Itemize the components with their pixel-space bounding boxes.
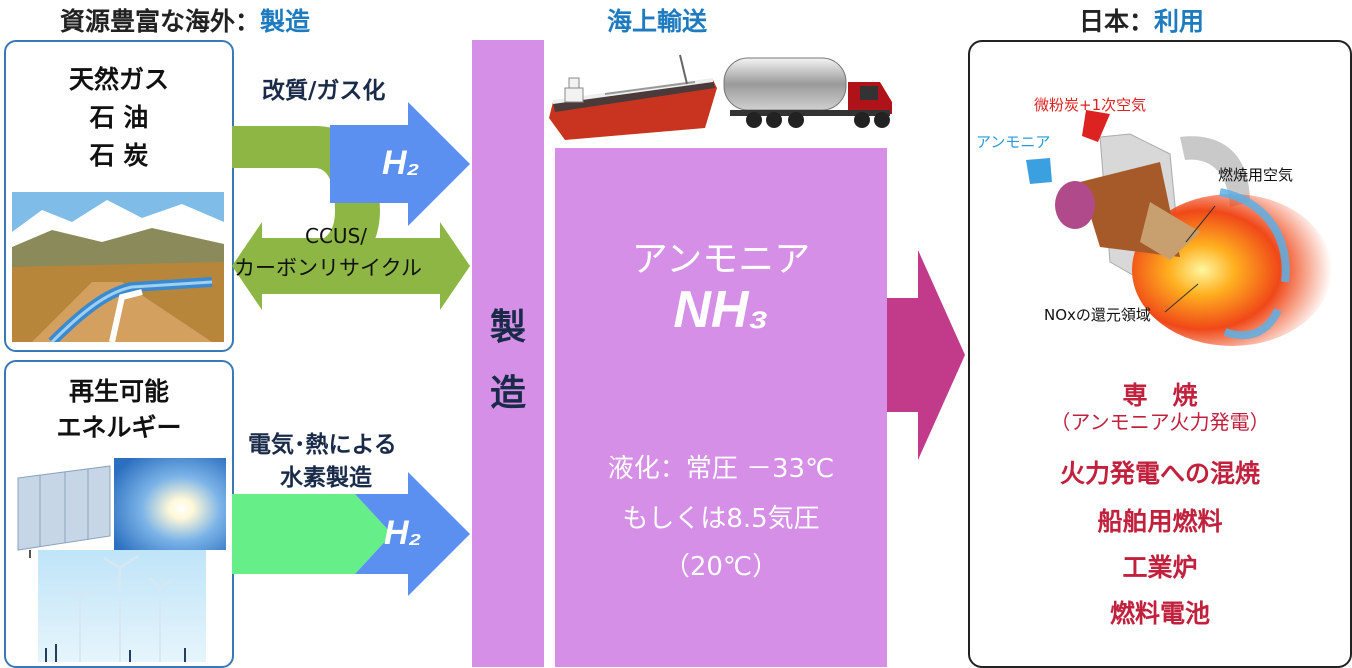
liquefaction-3: （20℃）: [663, 552, 779, 582]
fossil-oil: 石 油: [89, 103, 149, 132]
manufacturing-bar: 製 造: [472, 40, 544, 667]
japan-header: 日本：利用: [1079, 2, 1204, 38]
coal-air-label: 微粉炭+1次空気: [1034, 96, 1147, 114]
overseas-header: 資源豊富な海外：製造: [60, 2, 310, 38]
burner-illustration: [1026, 110, 1332, 346]
liquefaction-1: 液化：常圧 －33℃: [607, 454, 835, 484]
coal-air-arrow-icon: [1082, 110, 1110, 142]
renewable-illustration: [17, 458, 226, 662]
use-ship-fuel: 船舶用燃料: [1097, 507, 1223, 536]
pipeline-illustration: [12, 192, 224, 342]
use-dedicated-sub: （アンモニア火力発電）: [1050, 410, 1270, 434]
japan-use-box: 微粉炭+1次空気 アンモニア 燃焼用空気 NOxの還元領域 専 焼 （アンモニア…: [968, 40, 1352, 668]
liquefaction-2: もしくは8.5気圧: [622, 504, 820, 534]
ammonia-inlet-arrow-icon: [1026, 158, 1052, 184]
tanker-ship-icon: [549, 54, 717, 140]
renewable-arrow: [232, 494, 392, 574]
overseas-header-suffix: 製造: [260, 7, 311, 36]
shipping-header: 海上輸送: [607, 7, 708, 36]
combustion-air-label: 燃焼用空気: [1218, 166, 1294, 184]
japan-header-suffix: 利用: [1154, 7, 1205, 36]
sun-icon: [114, 458, 226, 550]
overseas-header-prefix: 資源豊富な海外：: [60, 7, 261, 36]
ammonia-inlet-label: アンモニア: [976, 133, 1051, 151]
japan-header-prefix: 日本：: [1079, 7, 1155, 36]
ammonia-panel: アンモニア NH₃ 液化：常圧 －33℃ もしくは8.5気圧 （20℃）: [555, 148, 887, 667]
electric-label-1: 電気･熱による: [248, 432, 397, 458]
solar-panel-icon: [17, 465, 111, 558]
use-dedicated: 専 焼: [1122, 381, 1198, 410]
ammonia-name: アンモニア: [631, 239, 811, 280]
renewable-label-2: エネルギー: [56, 413, 182, 442]
fossil-natural-gas: 天然ガス: [68, 65, 169, 94]
renewable-source-box: 再生可能 エネルギー: [4, 360, 234, 668]
use-fuel-cell: 燃料電池: [1109, 599, 1210, 628]
ccus-label-2: カーボンリサイクル: [234, 256, 422, 280]
reform-label: 改質/ガス化: [262, 78, 386, 104]
nox-zone-label: NOxの還元領域: [1044, 306, 1151, 324]
use-cofiring: 火力発電への混焼: [1059, 459, 1260, 488]
manufacturing-char-1: 製: [489, 307, 526, 348]
renewable-label-1: 再生可能: [68, 377, 169, 406]
h2-label-top: H₂: [382, 144, 420, 182]
fossil-coal: 石 炭: [89, 141, 149, 170]
manufacturing-char-2: 造: [489, 373, 526, 414]
h2-label-bottom: H₂: [384, 514, 422, 552]
electric-label-2: 水素製造: [280, 465, 372, 491]
h2-arrow-bottom: [355, 472, 470, 596]
use-furnace: 工業炉: [1122, 553, 1198, 582]
tanker-truck-icon: [723, 57, 892, 128]
wind-turbine-icon: [38, 550, 206, 662]
h2-arrow-top: [330, 102, 470, 226]
export-arrow: [887, 250, 965, 460]
ccus-label-1: CCUS/: [305, 224, 368, 248]
fossil-source-box: 天然ガス 石 油 石 炭: [4, 40, 234, 352]
ammonia-formula: NH₃: [673, 281, 769, 339]
ccus-double-arrow: [232, 222, 470, 310]
